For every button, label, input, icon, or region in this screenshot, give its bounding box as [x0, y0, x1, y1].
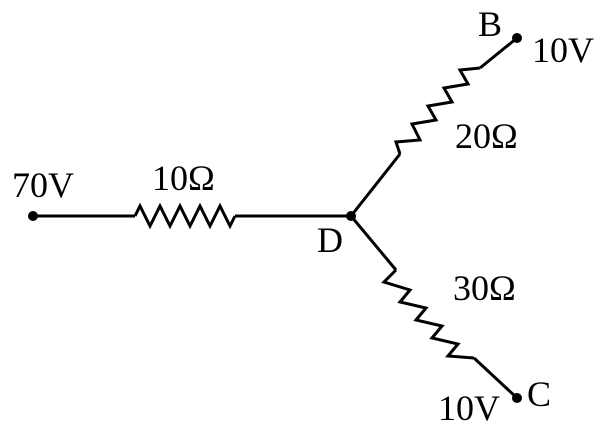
resistor-20-ohm: [393, 66, 481, 155]
terminal-a-voltage-label: 70V: [12, 165, 74, 205]
terminal-b-dot: [512, 33, 522, 43]
resistor-30-ohm: [381, 268, 475, 360]
branch-upper: [349, 36, 518, 217]
terminal-c-dot: [512, 393, 522, 403]
wire-d-to-upper-resistor: [349, 153, 402, 217]
junction-d-dot: [346, 211, 356, 221]
resistor-20-ohm-label: 20Ω: [455, 116, 518, 156]
resistor-10-ohm: [133, 202, 237, 230]
terminal-b-name-label: B: [478, 4, 502, 44]
terminal-c-name-label: C: [527, 374, 551, 414]
resistor-30-ohm-label: 30Ω: [453, 268, 516, 308]
branch-lower: [349, 215, 519, 400]
wire-upper-resistor-to-b: [479, 36, 518, 70]
junction-d-label: D: [317, 220, 343, 260]
wire-d-to-lower-resistor: [349, 215, 398, 271]
resistor-10-ohm-label: 10Ω: [152, 158, 215, 198]
terminal-b-voltage-label: 10V: [532, 30, 594, 70]
terminal-a-dot: [28, 211, 38, 221]
branch-left: [33, 202, 351, 230]
wire-lower-resistor-to-c: [472, 356, 519, 400]
terminal-c-voltage-label: 10V: [438, 388, 500, 428]
